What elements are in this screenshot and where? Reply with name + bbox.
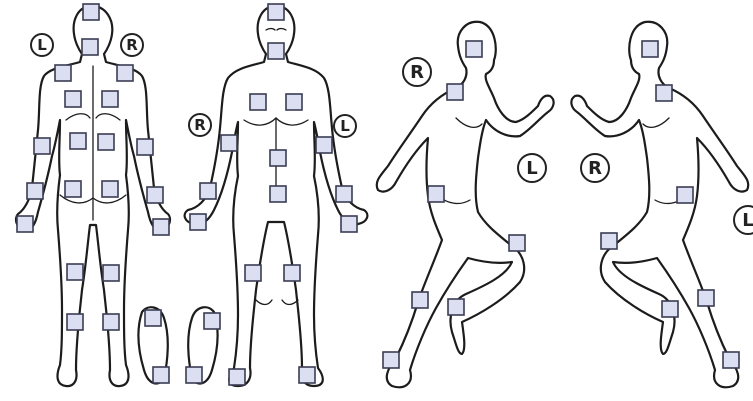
marker[interactable] xyxy=(186,367,202,383)
marker[interactable] xyxy=(153,367,169,383)
marker[interactable] xyxy=(70,133,86,149)
marker[interactable] xyxy=(448,299,464,315)
marker[interactable] xyxy=(466,41,482,57)
marker[interactable] xyxy=(412,292,428,308)
marker[interactable] xyxy=(103,265,119,281)
marker[interactable] xyxy=(147,187,163,203)
marker[interactable] xyxy=(82,39,98,55)
marker[interactable] xyxy=(656,85,672,101)
marker[interactable] xyxy=(27,183,43,199)
marker[interactable] xyxy=(677,187,693,203)
marker[interactable] xyxy=(145,310,161,326)
marker[interactable] xyxy=(204,313,220,329)
marker[interactable] xyxy=(698,290,714,306)
left-side-label: L xyxy=(30,33,54,57)
marker[interactable] xyxy=(102,181,118,197)
figure-side-view-2 xyxy=(571,22,748,387)
marker[interactable] xyxy=(83,4,99,20)
marker[interactable] xyxy=(284,265,300,281)
left-side-label: L xyxy=(333,114,357,138)
marker[interactable] xyxy=(102,91,118,107)
marker[interactable] xyxy=(245,265,261,281)
marker[interactable] xyxy=(103,314,119,330)
marker[interactable] xyxy=(55,65,71,81)
marker[interactable] xyxy=(67,264,83,280)
marker[interactable] xyxy=(229,369,245,385)
marker[interactable] xyxy=(299,367,315,383)
marker[interactable] xyxy=(341,216,357,232)
marker[interactable] xyxy=(67,314,83,330)
right-side-label: R xyxy=(120,33,144,57)
marker[interactable] xyxy=(117,65,133,81)
marker[interactable] xyxy=(268,4,284,20)
right-side-label: R xyxy=(188,113,212,137)
right-side-label: R xyxy=(402,57,432,87)
marker[interactable] xyxy=(153,219,169,235)
marker[interactable] xyxy=(662,301,678,317)
marker[interactable] xyxy=(190,214,206,230)
marker[interactable] xyxy=(316,137,332,153)
marker[interactable] xyxy=(250,94,266,110)
marker[interactable] xyxy=(447,84,463,100)
marker[interactable] xyxy=(336,186,352,202)
marker[interactable] xyxy=(383,352,399,368)
marker[interactable] xyxy=(200,183,216,199)
marker[interactable] xyxy=(137,139,153,155)
marker[interactable] xyxy=(723,352,739,368)
marker[interactable] xyxy=(221,135,237,151)
marker[interactable] xyxy=(270,150,286,166)
marker[interactable] xyxy=(270,186,286,202)
marker[interactable] xyxy=(34,138,50,154)
marker[interactable] xyxy=(286,94,302,110)
right-side-label: R xyxy=(580,153,610,183)
marker[interactable] xyxy=(509,235,525,251)
marker[interactable] xyxy=(65,91,81,107)
marker[interactable] xyxy=(601,233,617,249)
marker[interactable] xyxy=(268,43,284,59)
marker[interactable] xyxy=(17,216,33,232)
marker[interactable] xyxy=(98,134,114,150)
left-side-label: L xyxy=(517,153,547,183)
marker[interactable] xyxy=(65,181,81,197)
marker[interactable] xyxy=(428,186,444,202)
marker[interactable] xyxy=(642,41,658,57)
